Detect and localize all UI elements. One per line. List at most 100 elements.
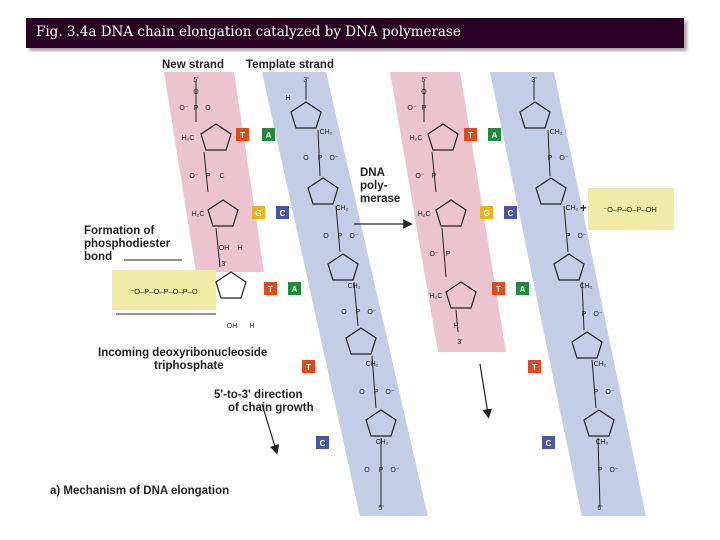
oxygen-minus-atom: O⁻ [593, 311, 602, 318]
phosphorus-atom: P [206, 173, 211, 180]
label-enzyme-line2: poly- [360, 180, 388, 192]
oxygen-atom: O [364, 467, 370, 474]
sugar-ring [519, 101, 551, 129]
h2c-group: H₂C [192, 211, 205, 218]
label-enzyme-line1: DNA [360, 167, 385, 179]
sugar-ring [583, 409, 615, 437]
new-strand-band-right [390, 72, 506, 352]
base-letter: A [292, 285, 298, 294]
oxygen-minus-atom: O⁻ [415, 173, 424, 180]
sugar-ring [445, 281, 477, 309]
hydrogen-atom: H [237, 245, 242, 252]
phosphorus-atom: P [318, 155, 323, 162]
three-prime-end: 3' [457, 339, 462, 346]
sugar-ring [290, 101, 322, 129]
hydrogen-atom: H [249, 323, 254, 330]
phosphorus-atom: P [356, 309, 361, 316]
oxygen-atom: O [193, 89, 199, 96]
oxygen-minus-atom: O⁻ [429, 251, 438, 258]
oxygen-minus-atom: O⁻ [605, 389, 614, 396]
base-letter: A [520, 285, 526, 294]
sugar-ring [535, 177, 567, 205]
sugar-ring [345, 327, 377, 355]
base-letter: C [508, 209, 514, 218]
base-C [504, 206, 517, 219]
label-formation-line3: bond [84, 251, 112, 263]
base-letter: T [532, 363, 537, 372]
oxygen-minus-atom: O⁻ [407, 105, 416, 112]
base-letter: C [280, 209, 286, 218]
phosphorus-atom: P [582, 311, 587, 318]
slide-title: Fig. 3.4a DNA chain elongation catalyzed… [36, 24, 461, 40]
sugar-ring [307, 177, 339, 205]
sugar-ring [553, 253, 585, 281]
label-formation-line1: Formation of [84, 225, 154, 237]
oxygen-minus-atom: O⁻ [559, 155, 568, 162]
base-T [302, 360, 315, 373]
base-C [316, 436, 329, 449]
five-prime-end: 5' [378, 505, 383, 512]
base-letter: G [483, 209, 489, 218]
base-letter: C [320, 439, 326, 448]
hydroxyl-group: OH [219, 245, 230, 252]
phosphorus-atom: P [194, 105, 199, 112]
phosphorus-atom: P [338, 233, 343, 240]
oxygen-minus-atom: O⁻ [367, 309, 376, 316]
h2c-group: H₂C [430, 293, 443, 300]
phosphorus-atom: P [566, 233, 571, 240]
oxygen-atom: O [303, 155, 309, 162]
dna-elongation-figure: T A G C T A T C T A G C T A T C 5' O P O… [36, 52, 683, 516]
oxygen-minus-atom: O⁻ [179, 105, 188, 112]
oxygen-minus-atom: O⁻ [349, 233, 358, 240]
base-G [252, 206, 265, 219]
five-prime-end: 5' [193, 77, 198, 84]
triphosphate-box [112, 270, 216, 310]
sugar-ring [327, 253, 359, 281]
template-strand-band-right [490, 72, 646, 516]
sugar-ring [427, 123, 459, 151]
oxygen-minus-atom: O⁻ [609, 467, 618, 474]
sugar-ring [215, 271, 247, 299]
sugar-ring [365, 409, 397, 437]
oxygen-minus-atom: O⁻ [390, 467, 399, 474]
base-letter: C [546, 439, 552, 448]
base-A [288, 282, 301, 295]
phosphorus-atom: P [432, 173, 437, 180]
phosphorus-atom: P [422, 105, 427, 112]
label-direction-line2: of chain growth [228, 402, 314, 414]
oxygen-minus-atom: O⁻ [385, 389, 394, 396]
phosphorus-atom: P [374, 389, 379, 396]
base-C [276, 206, 289, 219]
phosphorus-atom: P [446, 251, 451, 258]
oxygen-atom: O [323, 233, 329, 240]
base-T [464, 128, 477, 141]
five-prime-end: 5' [597, 505, 602, 512]
ch2-group: CH₂ [594, 361, 607, 368]
h2c-group: H₂C [410, 135, 423, 142]
base-T [492, 282, 505, 295]
pyrophosphate-box [588, 188, 674, 230]
base-A [516, 282, 529, 295]
new-strand-band-left [164, 72, 264, 272]
ch2-group: CH₂ [320, 129, 333, 136]
five-prime-end: 5' [421, 77, 426, 84]
phosphorus-atom: P [594, 389, 599, 396]
oxygen-minus-atom: O⁻ [329, 155, 338, 162]
oxygen-atom: O [205, 105, 211, 112]
label-template-strand: Template strand [246, 59, 334, 71]
ch2-group: CH₂ [580, 283, 593, 290]
base-letter: T [306, 363, 311, 372]
sugar-ring [200, 123, 232, 151]
triphosphate-formula: ⁻O–P–O–P–O–P–O [130, 287, 197, 296]
ch2-group: CH₂ [336, 205, 349, 212]
base-A [488, 128, 501, 141]
title-bar: Fig. 3.4a DNA chain elongation catalyzed… [26, 18, 684, 48]
sugar-ring [571, 331, 603, 359]
phosphorus-atom: P [598, 467, 603, 474]
dna-diagram: T A G C T A T C T A G C T A T C 5' O P O… [50, 59, 674, 516]
h2c-group: H₂C [418, 211, 431, 218]
three-prime-end: 3' [221, 261, 226, 268]
three-prime-end: 3' [303, 77, 308, 84]
h2c-group: H₂C [182, 135, 195, 142]
hydroxyl-group: OH [227, 323, 238, 330]
